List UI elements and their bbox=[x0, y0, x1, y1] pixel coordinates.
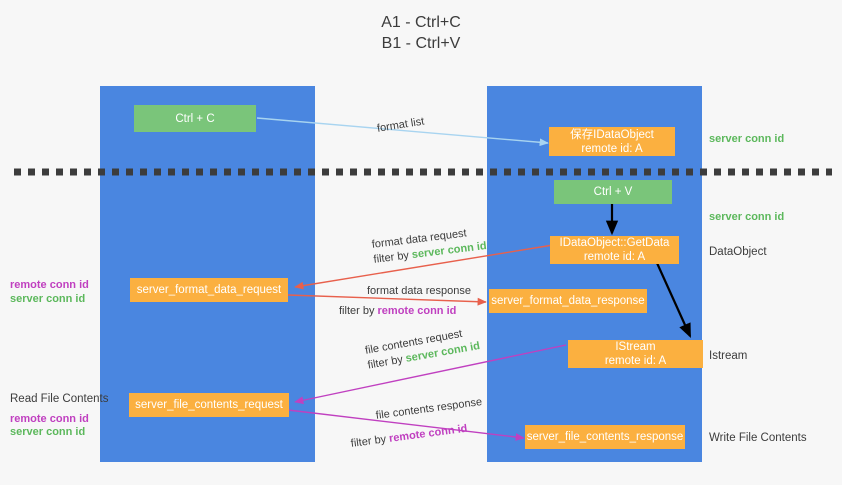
filter-by-text: filter by bbox=[339, 305, 378, 317]
filter-by-text: filter by bbox=[372, 249, 413, 266]
box-idataobject[interactable]: 保存IDataObject remote id: A bbox=[549, 127, 675, 156]
label-istream: Istream bbox=[709, 350, 748, 362]
box-server-format-data-response[interactable]: server_format_data_response bbox=[489, 289, 647, 313]
remote-conn-id-text: remote conn id bbox=[388, 422, 469, 445]
box-idataobject-getdata[interactable]: IDataObject::GetData remote id: A bbox=[550, 236, 679, 264]
remote-conn-id-text: remote conn id bbox=[377, 305, 457, 317]
label-write-file-contents: Write File Contents bbox=[709, 432, 807, 444]
edge-filter-format-data-response: filter by remote conn id bbox=[339, 304, 456, 319]
edge-label-format-data-response: format data response bbox=[367, 285, 471, 297]
label-server-conn-id-upper: server conn id bbox=[10, 293, 86, 305]
edge-label-file-contents-response: file contents response bbox=[375, 396, 483, 422]
box-getdata-line1: IDataObject::GetData bbox=[559, 237, 670, 249]
label-server-conn-id-mid: server conn id bbox=[709, 211, 785, 223]
box-ctrl-c[interactable]: Ctrl + C bbox=[134, 105, 256, 132]
label-remote-conn-id-upper: remote conn id bbox=[10, 279, 89, 291]
box-ctrl-v[interactable]: Ctrl + V bbox=[554, 180, 672, 204]
box-istream[interactable]: IStream remote id: A bbox=[568, 340, 703, 368]
box-server-file-contents-response[interactable]: server_file_contents_response bbox=[525, 425, 685, 449]
box-istream-line1: IStream bbox=[615, 341, 656, 353]
label-server-conn-id-lower: server conn id bbox=[10, 426, 86, 438]
box-idataobject-line1: 保存IDataObject bbox=[570, 128, 654, 141]
edge-label-format-list: format list bbox=[376, 115, 426, 135]
filter-by-text: filter by bbox=[350, 432, 390, 450]
box-idataobject-line2: remote id: A bbox=[581, 142, 643, 155]
box-server-format-data-request[interactable]: server_format_data_request bbox=[130, 278, 288, 302]
label-server-conn-id-top: server conn id bbox=[709, 133, 785, 145]
page-title: A1 - Ctrl+C B1 - Ctrl+V bbox=[381, 14, 461, 52]
edge-filter-file-contents-response: filter by remote conn id bbox=[350, 422, 468, 452]
box-getdata-line2: remote id: A bbox=[583, 251, 646, 263]
label-data-object: DataObject bbox=[709, 246, 767, 258]
label-read-file-contents: Read File Contents bbox=[10, 393, 109, 405]
label-remote-conn-id-lower: remote conn id bbox=[10, 413, 89, 425]
box-server-file-contents-request[interactable]: server_file_contents_request bbox=[129, 393, 289, 417]
box-istream-line2: remote id: A bbox=[604, 355, 667, 367]
